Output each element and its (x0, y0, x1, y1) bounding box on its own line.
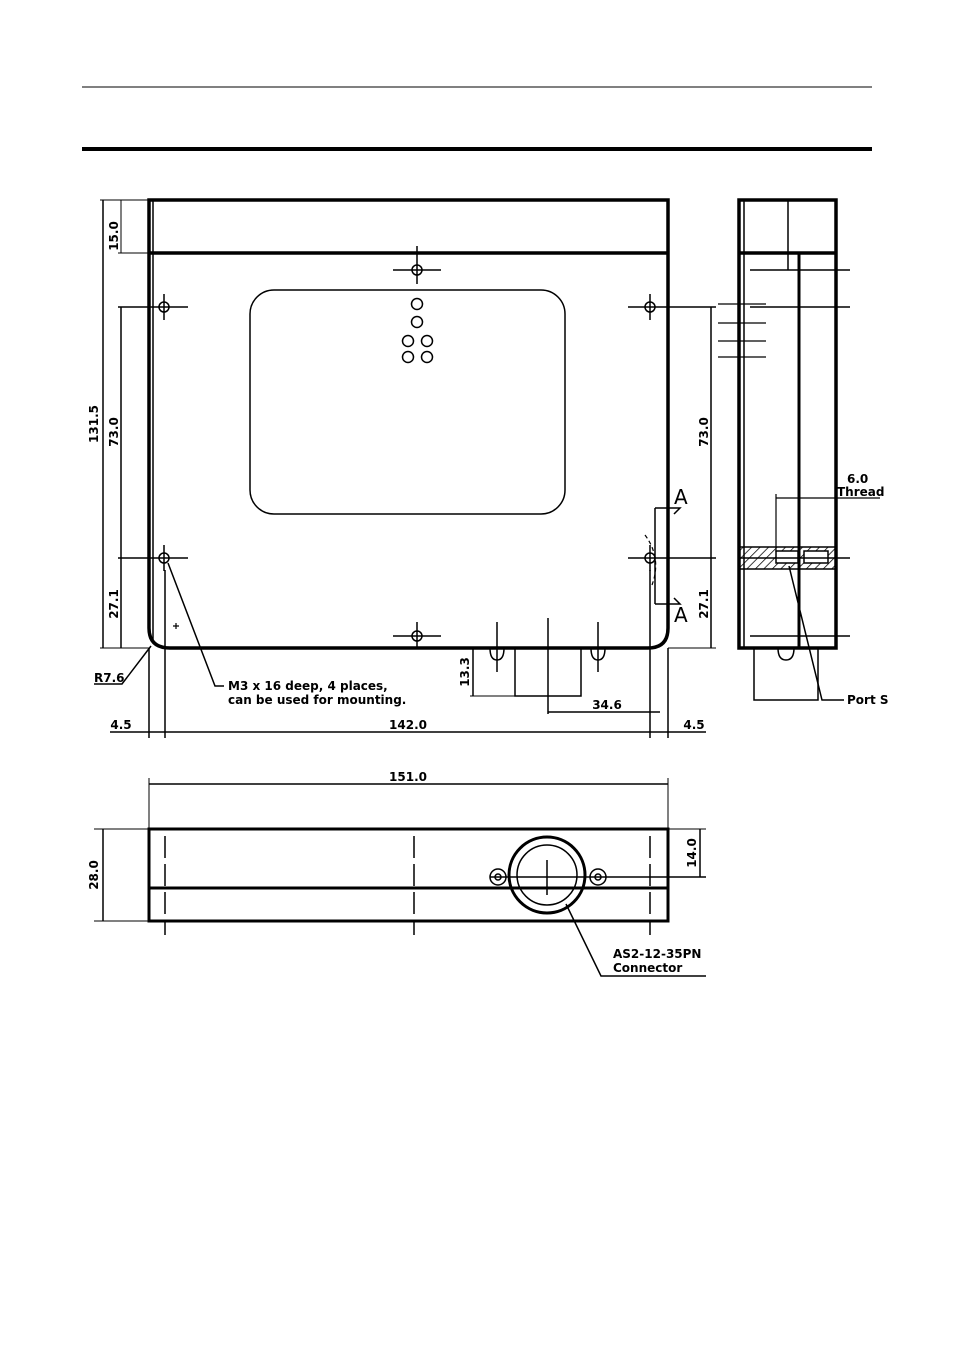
led (403, 336, 414, 347)
dim-hole-pitch: 142.0 (389, 718, 427, 732)
front-view (94, 200, 716, 738)
housing-outline (149, 200, 668, 648)
dim-connector-center: 14.0 (685, 838, 699, 868)
side-view (718, 200, 880, 700)
side-connector (754, 648, 818, 700)
port-label: Port S (847, 693, 889, 707)
thread-dim: 6.0 (847, 472, 868, 486)
mount-note-line2: can be used for mounting. (228, 693, 406, 707)
front-window (250, 290, 565, 514)
connector-label-line2: Connector (613, 961, 682, 975)
led (403, 352, 414, 363)
hole-bottom-center (393, 622, 441, 648)
section-mark-upper: A (674, 485, 688, 509)
led (412, 299, 423, 310)
thread-label: Thread (837, 485, 884, 499)
dim-right-margin: 4.5 (683, 718, 704, 732)
connector-label-line1: AS2-12-35PN (613, 947, 701, 961)
dim-thickness: 28.0 (87, 860, 101, 890)
led (422, 336, 433, 347)
section-mark-lower: A (674, 603, 688, 627)
dim-top-band: 15.0 (107, 221, 121, 251)
dim-bottom-right: 27.1 (697, 589, 711, 619)
dim-bottom-left: 27.1 (107, 589, 121, 619)
mount-hole-bottom-right (628, 545, 716, 571)
dim-overall-height: 131.5 (87, 405, 101, 443)
led (412, 317, 423, 328)
dim-corner-radius: R7.6 (94, 671, 125, 685)
dim-left-margin: 4.5 (110, 718, 131, 732)
mount-hole-top-right (628, 294, 716, 320)
dim-hole-spacing-left: 73.0 (107, 417, 121, 447)
dim-connector-offset: 34.6 (592, 698, 622, 712)
dim-overall-width: 151.0 (389, 770, 427, 784)
mount-note-line1: M3 x 16 deep, 4 places, (228, 679, 388, 693)
dim-hole-spacing-right: 73.0 (697, 417, 711, 447)
dim-connector-height: 13.3 (458, 657, 472, 687)
led (422, 352, 433, 363)
